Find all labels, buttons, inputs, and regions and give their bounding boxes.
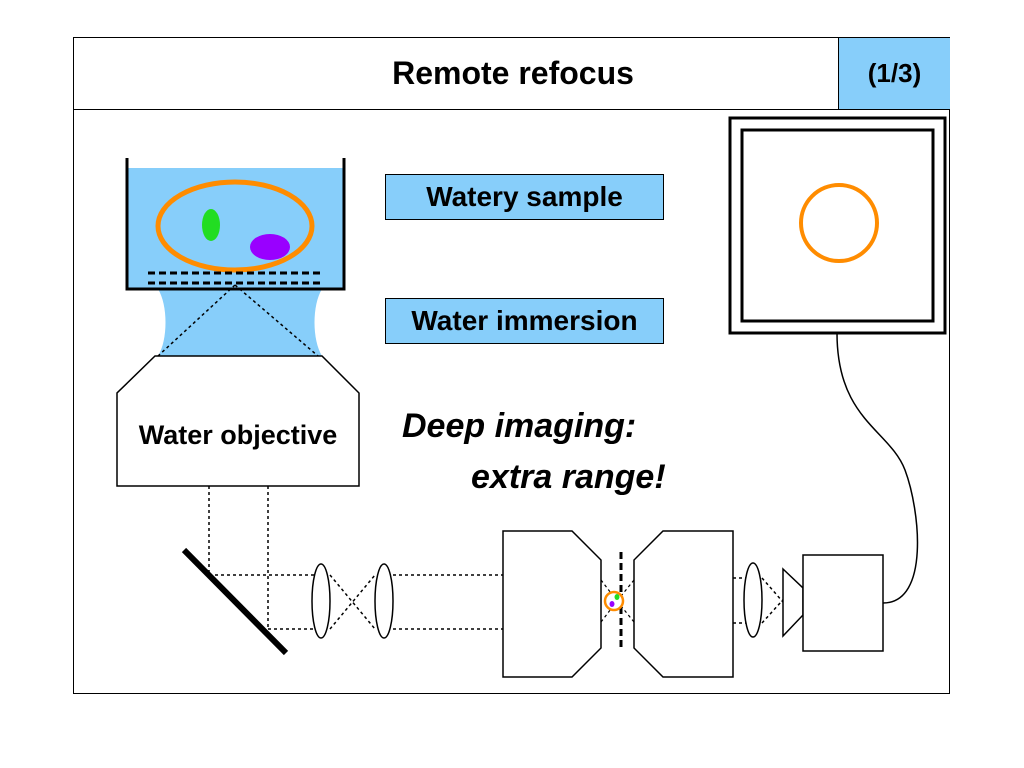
title-bar: Remote refocus: [74, 38, 838, 110]
lens-icon: [743, 562, 763, 638]
remote-purple-cell: [609, 601, 615, 607]
light-cone-ray: [600, 579, 618, 602]
water-objective-label: Water objective: [138, 420, 338, 450]
watery-sample-label: Watery sample: [385, 174, 664, 220]
green-cell: [202, 209, 220, 241]
camera-icon: [802, 554, 884, 652]
water-objective: [116, 355, 360, 487]
purple-cell: [250, 234, 290, 260]
water-immersion-label: Water immersion: [385, 298, 664, 344]
water-immersion-region: [158, 289, 322, 356]
remote-green-cell: [614, 594, 620, 600]
extra-range-caption: extra range!: [471, 458, 666, 496]
slide-title: Remote refocus: [392, 55, 634, 91]
lens-icon: [374, 563, 394, 639]
remote-sample-ring: [603, 590, 625, 612]
lens-icon: [311, 563, 331, 639]
beam-ray: [761, 577, 791, 611]
beam-ray: [761, 591, 791, 624]
page-indicator: (1/3): [838, 38, 950, 110]
mirror-icon: [181, 547, 289, 656]
monitor-screen: [740, 128, 935, 323]
sample-ring: [155, 179, 315, 273]
light-cone-ray: [616, 579, 635, 602]
deep-imaging-caption: Deep imaging:: [402, 407, 637, 445]
light-cone-ray: [616, 600, 635, 623]
remote-objective-left: [502, 530, 602, 678]
light-cone-ray: [600, 600, 618, 623]
water-tank-icon: [125, 158, 346, 291]
beam-ray: [329, 574, 376, 630]
camera-lens-cone: [782, 567, 804, 638]
beam-ray: [329, 574, 376, 630]
light-cone-ray: [234, 284, 319, 357]
camera-cable: [836, 332, 919, 604]
monitor-sample-image: [799, 183, 879, 263]
remote-objective-right: [633, 530, 734, 678]
